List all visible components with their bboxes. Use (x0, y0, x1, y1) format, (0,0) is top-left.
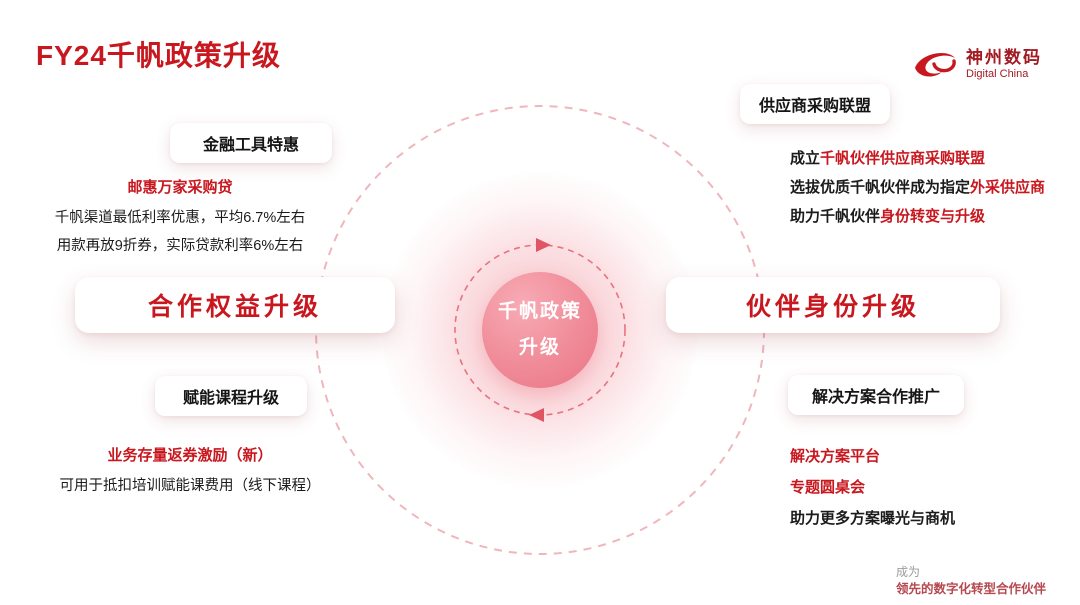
card-supplier-alliance-label: 供应商采购联盟 (758, 98, 871, 115)
logo-name-cn: 神州数码 (966, 48, 1042, 67)
footer-slogan: 成为 领先的数字化转型合作伙伴 (896, 564, 1046, 598)
card-solution-promotion-label: 解决方案合作推广 (811, 389, 940, 406)
footer-line-1: 成为 (896, 565, 921, 579)
card-finance-tools-label: 金融工具特惠 (202, 137, 299, 154)
logo-text: 神州数码 Digital China (966, 48, 1042, 80)
center-circle: 千帆政策 升级 (482, 272, 598, 388)
card-course-upgrade-label: 赋能课程升级 (182, 390, 279, 407)
supplier-line-2-black: 选拔优质千帆伙伴成为指定 (790, 179, 971, 196)
page-title: FY24千帆政策升级 (36, 40, 281, 71)
supplier-line-3-red: 身份转变与升级 (880, 208, 986, 225)
finance-highlight: 邮惠万家采购贷 (127, 179, 233, 196)
card-finance-tools: 金融工具特惠 (170, 123, 332, 163)
finance-text-block: 邮惠万家采购贷 千帆渠道最低利率优惠，平均6.7%左右 用款再放9折券，实际贷款… (28, 174, 332, 260)
course-text-block: 业务存量返券激励（新） 可用于抵扣培训赋能课费用（线下课程） (22, 440, 358, 502)
card-solution-promotion: 解决方案合作推广 (788, 375, 964, 415)
card-partner-identity-upgrade: 伙伴身份升级 (666, 277, 1000, 333)
supplier-line-2-red: 外采供应商 (970, 179, 1046, 196)
course-line-1: 可用于抵扣培训赋能课费用（线下课程） (59, 478, 321, 494)
solution-highlight-2: 专题圆桌会 (790, 479, 866, 496)
finance-line-1: 千帆渠道最低利率优惠，平均6.7%左右 (54, 210, 306, 226)
supplier-line-3: 助力千帆伙伴身份转变与升级 (790, 202, 1045, 231)
logo-name-en: Digital China (966, 67, 1029, 80)
course-highlight: 业务存量返券激励（新） (107, 447, 273, 464)
footer-line-2: 领先的数字化转型合作伙伴 (896, 582, 1047, 596)
finance-line-2: 用款再放9折券，实际贷款利率6%左右 (56, 238, 304, 254)
solution-text-block: 解决方案平台 专题圆桌会 助力更多方案曝光与商机 (790, 441, 955, 534)
supplier-line-2: 选拔优质千帆伙伴成为指定外采供应商 (790, 173, 1045, 202)
company-logo: 神州数码 Digital China (912, 48, 1042, 80)
digital-china-swoosh-icon (915, 53, 956, 77)
supplier-text-block: 成立千帆伙伴供应商采购联盟 选拔优质千帆伙伴成为指定外采供应商 助力千帆伙伴身份… (790, 144, 1045, 231)
center-line1: 千帆政策 (497, 300, 582, 322)
card-supplier-alliance: 供应商采购联盟 (740, 84, 890, 124)
solution-highlight-1: 解决方案平台 (790, 448, 881, 465)
supplier-line-1-red: 千帆伙伴供应商采购联盟 (820, 150, 986, 167)
card-cooperation-rights-upgrade: 合作权益升级 (75, 277, 395, 333)
card-course-upgrade: 赋能课程升级 (155, 376, 307, 416)
card-cooperation-rights-upgrade-label: 合作权益升级 (147, 293, 322, 321)
supplier-line-3-black: 助力千帆伙伴 (790, 208, 881, 225)
supplier-line-1-black: 成立 (790, 150, 821, 167)
supplier-line-1: 成立千帆伙伴供应商采购联盟 (790, 144, 1045, 173)
center-line2: 升级 (518, 337, 561, 358)
solution-line-1: 助力更多方案曝光与商机 (790, 510, 956, 527)
card-partner-identity-upgrade-label: 伙伴身份升级 (745, 293, 920, 321)
